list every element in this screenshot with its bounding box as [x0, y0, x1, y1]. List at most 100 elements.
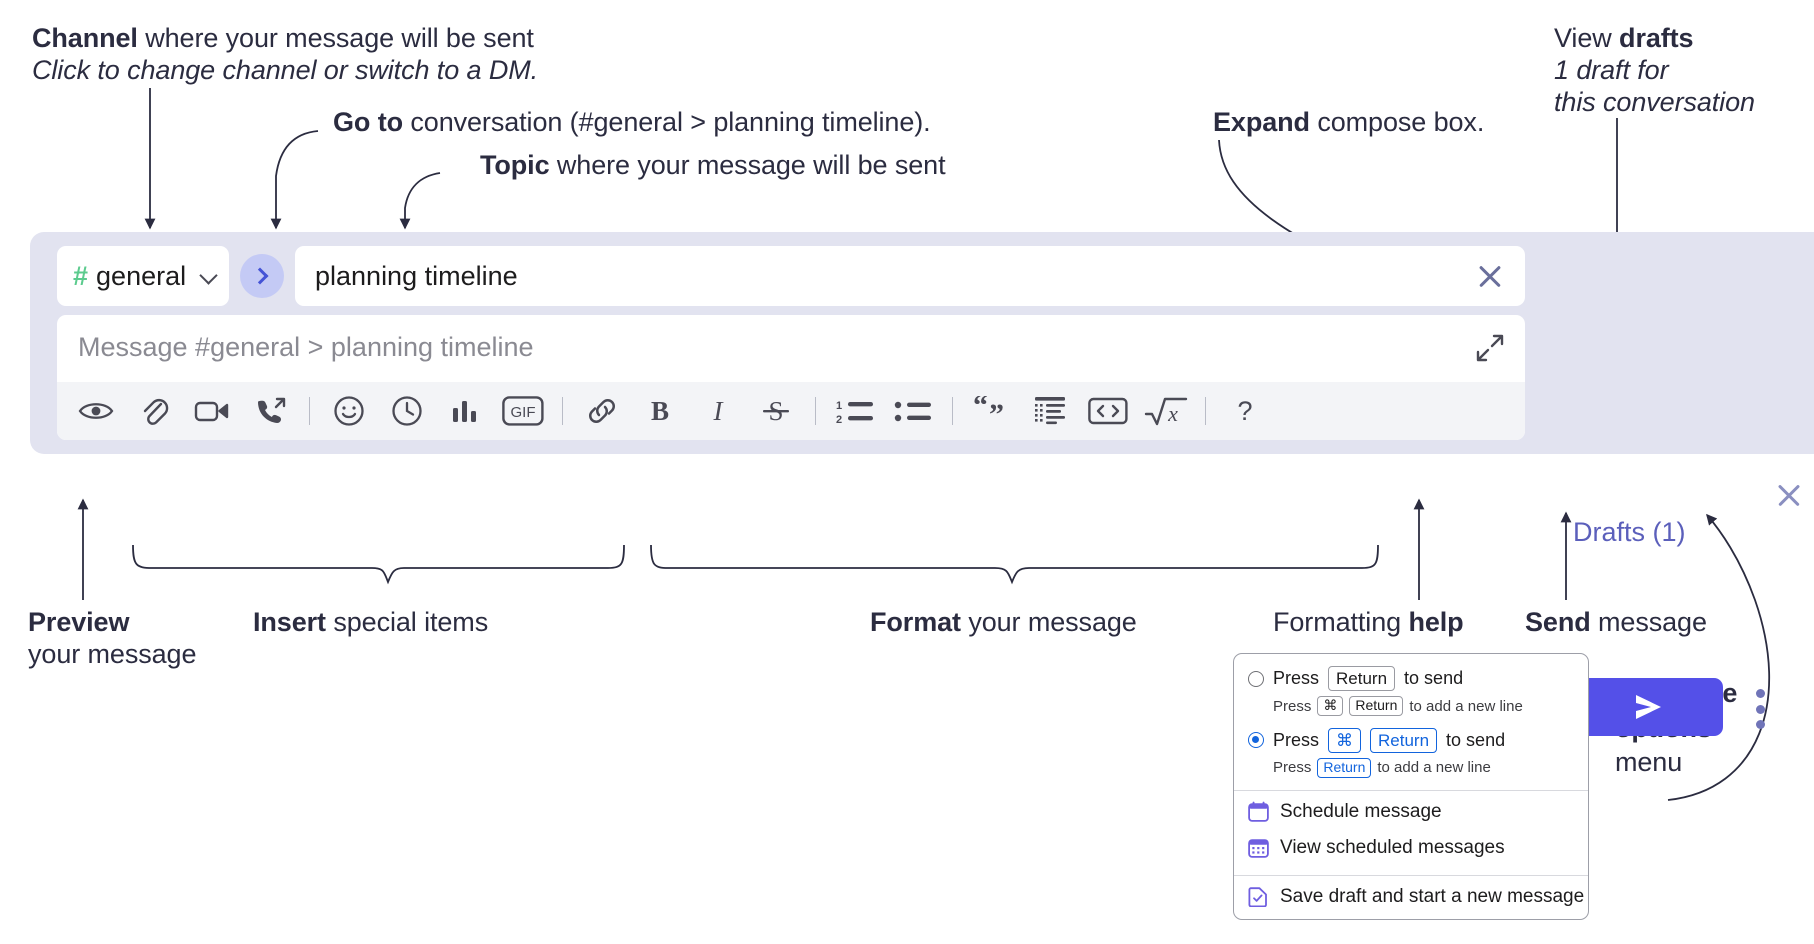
compose-options-button[interactable] — [1753, 689, 1767, 729]
option1-sub-tail: to add a new line — [1409, 697, 1523, 715]
annotation-topic: Topic where your message will be sent — [480, 150, 946, 182]
annotation-format: Format your message — [870, 607, 1137, 639]
toolbar-divider — [815, 397, 816, 425]
menu-option-cmd-return-to-send[interactable]: Press ⌘ Return to send — [1234, 726, 1588, 755]
calendar-schedule-icon — [1248, 801, 1269, 822]
close-icon[interactable] — [1473, 259, 1507, 293]
attachment-clip-icon[interactable] — [125, 389, 183, 433]
annotation-preview-bold: Preview — [28, 607, 130, 637]
drafts-link[interactable]: Drafts (1) — [1573, 517, 1686, 547]
annotation-expand: Expand compose box. — [1213, 107, 1484, 139]
radio-button-selected[interactable] — [1248, 732, 1264, 749]
kbd-return: Return — [1370, 727, 1438, 753]
radio-button[interactable] — [1248, 670, 1264, 687]
option2-press: Press — [1273, 729, 1320, 750]
bold-icon[interactable]: B — [631, 389, 689, 433]
bar-chart-icon[interactable] — [436, 389, 494, 433]
annotation-format-bold: Format — [870, 607, 961, 637]
emoji-smiley-icon[interactable] — [320, 389, 378, 433]
annotation-send-bold: Send — [1525, 607, 1591, 637]
goto-conversation-button[interactable] — [240, 254, 284, 298]
bulleted-list-icon[interactable] — [884, 389, 942, 433]
ol-two: 2 — [836, 414, 842, 426]
svg-text:“: “ — [973, 396, 988, 422]
menu-item-label: Schedule message — [1280, 800, 1442, 822]
bold-label: B — [651, 396, 669, 426]
topic-input[interactable]: planning timeline — [295, 246, 1525, 306]
annotation-drafts-bold: drafts — [1619, 23, 1694, 53]
menu-item-label: Save draft and start a new message — [1280, 885, 1585, 907]
inline-code-icon[interactable] — [1079, 389, 1137, 433]
menu-option-return-to-send[interactable]: Press Return to send — [1234, 664, 1588, 693]
compose-panel: Drafts (1) # general — [30, 232, 1814, 736]
annotation-goto-rest: conversation (#general > planning timeli… — [402, 107, 931, 137]
toolbar-divider — [309, 397, 310, 425]
vertical-dots-icon — [1755, 689, 1765, 698]
compose-inner: # general planning timeline Message #gen… — [44, 246, 1528, 440]
toolbar-divider — [562, 397, 563, 425]
strikethrough-icon[interactable]: S — [747, 389, 805, 433]
gif-label: GIF — [511, 404, 536, 421]
option1-sub-press: Press — [1273, 697, 1312, 715]
topic-value: planning timeline — [315, 260, 518, 291]
annotation-topic-bold: Topic — [480, 150, 550, 180]
audio-call-icon[interactable] — [241, 389, 299, 433]
gif-icon[interactable]: GIF — [494, 389, 552, 433]
menu-divider — [1234, 874, 1588, 876]
menu-item-save-draft[interactable]: Save draft and start a new message — [1234, 876, 1588, 919]
annotation-help-pre: Formatting — [1273, 607, 1409, 637]
annotation-channel-bold: Channel — [32, 23, 138, 53]
italic-icon[interactable]: I — [689, 389, 747, 433]
svg-text:”: ” — [989, 398, 1004, 426]
compose-header-row: # general planning timeline — [57, 246, 1525, 306]
annotation-drafts: View drafts 1 draft for this conversatio… — [1554, 23, 1755, 119]
menu-item-view-scheduled-messages[interactable]: View scheduled messages — [1234, 830, 1588, 866]
math-label: x — [1167, 401, 1178, 426]
italic-label: I — [713, 396, 725, 426]
kbd-command: ⌘ — [1328, 727, 1362, 753]
close-icon[interactable] — [1774, 480, 1804, 510]
formatting-help-icon[interactable]: ? — [1216, 389, 1274, 433]
kbd-return: Return — [1349, 696, 1404, 716]
annotation-format-rest: your message — [960, 607, 1137, 637]
annotation-drafts-line2: 1 draft for — [1554, 54, 1669, 85]
clock-icon[interactable] — [378, 389, 436, 433]
formatting-toolbar: GIF B — [57, 382, 1525, 440]
toolbar-divider — [1205, 397, 1206, 425]
blockquote-icon[interactable]: “ ” — [963, 389, 1021, 433]
code-block-icon[interactable] — [1021, 389, 1079, 433]
menu-item-schedule-message[interactable]: Schedule message — [1234, 791, 1588, 830]
preview-message-icon[interactable] — [67, 389, 125, 433]
chevron-down-icon — [201, 268, 217, 284]
option1-tail: to send — [1404, 668, 1464, 689]
menu-option-cmd-return-subtext: Press Return to add a new line — [1234, 755, 1588, 781]
option2-tail: to send — [1446, 729, 1506, 750]
annotation-topic-rest: where your message will be sent — [549, 150, 946, 180]
message-composer[interactable]: Message #general > planning timeline — [57, 315, 1525, 440]
kbd-command: ⌘ — [1317, 696, 1344, 716]
expand-arrows-icon[interactable] — [1475, 333, 1505, 363]
annotation-drafts-pre: View — [1554, 23, 1620, 53]
vertical-dots-icon — [1755, 704, 1765, 714]
kbd-return: Return — [1317, 758, 1372, 778]
annotation-preview-line2: your message — [28, 638, 197, 669]
calendar-grid-icon — [1248, 839, 1269, 858]
save-draft-icon — [1248, 887, 1267, 907]
math-formula-icon[interactable]: x — [1137, 389, 1195, 433]
message-placeholder: Message #general > planning timeline — [78, 332, 534, 362]
ol-one: 1 — [836, 400, 842, 412]
option2-sub-press: Press — [1273, 759, 1312, 777]
chevron-right-icon — [251, 267, 269, 285]
help-label: ? — [1237, 396, 1252, 426]
compose-options-menu: Press Return to send Press ⌘ Return to a… — [1233, 653, 1589, 920]
annotation-insert-rest: special items — [325, 607, 489, 637]
annotation-channel-rest: where your message will be sent — [137, 23, 534, 53]
channel-selector[interactable]: # general — [57, 246, 229, 306]
option1-press: Press — [1273, 668, 1320, 689]
link-icon[interactable] — [573, 389, 631, 433]
video-camera-icon[interactable] — [183, 389, 241, 433]
send-button[interactable] — [1575, 678, 1723, 736]
toolbar-divider — [952, 397, 953, 425]
ordered-list-icon[interactable]: 1 2 — [826, 389, 884, 433]
